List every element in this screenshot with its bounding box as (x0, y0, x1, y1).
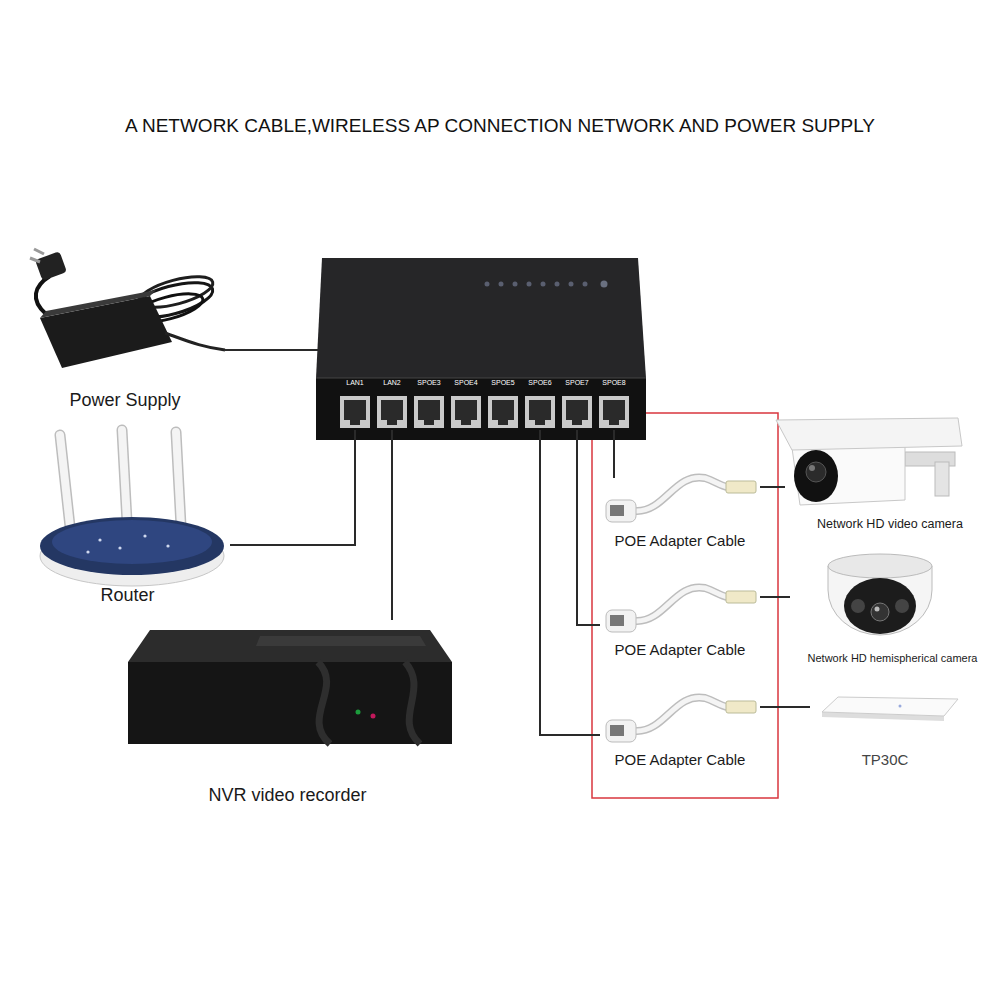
power-adapter: Power Supply (25, 275, 225, 415)
device-label: Power Supply (69, 390, 180, 411)
switch-art (316, 258, 646, 440)
dome-camera: Network HD hemispherical camera (790, 548, 995, 669)
poe-adapter-cable: POE Adapter Cable (600, 588, 760, 662)
network-cable (760, 486, 785, 488)
bullet-camera: Network HD video camera (785, 410, 995, 535)
port-label: SPOE7 (559, 379, 596, 387)
router: Router (25, 425, 230, 610)
port-label: SPOE8 (596, 379, 633, 387)
network-cable (577, 430, 600, 625)
network-cable (760, 596, 790, 598)
port-label: SPOE5 (485, 379, 522, 387)
poe-adapter-cable: POE Adapter Cable (600, 698, 760, 772)
network-cable (230, 430, 355, 545)
wireless-ap: TP30C (810, 680, 960, 772)
router-art (40, 430, 224, 586)
network-cable (613, 430, 615, 478)
highlight-frame (592, 413, 778, 798)
title-text: A NETWORK CABLE,WIRELESS AP CONNECTION N… (125, 115, 875, 136)
nvr-art (128, 630, 452, 744)
network-cable (540, 430, 600, 735)
diagram-title: A NETWORK CABLE,WIRELESS AP CONNECTION N… (0, 115, 1000, 137)
device-label: NVR video recorder (208, 785, 366, 806)
network-cable (225, 349, 318, 351)
port-label: SPOE3 (411, 379, 448, 387)
poe-switch: LAN1LAN2SPOE3SPOE4SPOE5SPOE6SPOE7SPOE8 (318, 255, 644, 430)
device-label: Network HD hemispherical camera (808, 652, 978, 665)
port-label: SPOE6 (522, 379, 559, 387)
network-cable (391, 430, 393, 620)
bullet-camera-art (776, 418, 962, 505)
port-label-row: LAN1LAN2SPOE3SPOE4SPOE5SPOE6SPOE7SPOE8 (337, 379, 633, 387)
poe-adapter-art (606, 697, 756, 742)
dome-camera-art (828, 554, 932, 635)
port-label: LAN1 (337, 379, 374, 387)
port-label: SPOE4 (448, 379, 485, 387)
poe-adapter-art (606, 587, 756, 632)
device-label: POE Adapter Cable (615, 532, 746, 549)
power-adapter-art (30, 249, 225, 368)
poe-adapter-cable: POE Adapter Cable (600, 478, 760, 553)
wireless-ap-art (822, 697, 958, 721)
device-label: Network HD video camera (817, 517, 963, 531)
device-label: POE Adapter Cable (615, 641, 746, 658)
nvr-recorder: NVR video recorder (120, 620, 455, 810)
device-label: POE Adapter Cable (615, 751, 746, 768)
poe-adapter-art (606, 477, 756, 522)
device-label: Router (100, 585, 154, 606)
device-label: TP30C (862, 751, 909, 768)
port-label: LAN2 (374, 379, 411, 387)
network-cable (760, 706, 810, 708)
